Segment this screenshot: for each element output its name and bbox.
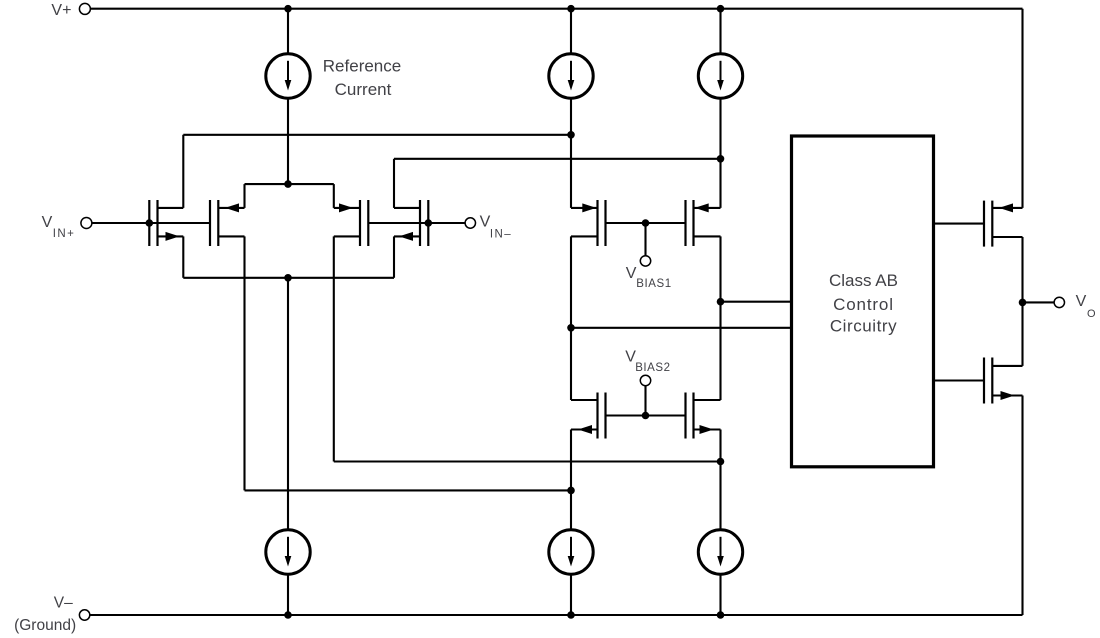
svg-text:O: O — [1087, 308, 1096, 320]
svg-text:BIAS2: BIAS2 — [635, 362, 670, 374]
svg-text:Circuitry: Circuitry — [830, 316, 897, 335]
svg-text:Current: Current — [335, 80, 392, 99]
svg-text:(Ground): (Ground) — [14, 617, 76, 634]
svg-text:Class AB: Class AB — [829, 271, 898, 290]
svg-text:V: V — [625, 349, 636, 366]
svg-text:V–: V– — [54, 595, 73, 612]
svg-text:V: V — [480, 213, 491, 230]
svg-text:BIAS1: BIAS1 — [636, 278, 671, 290]
svg-text:V: V — [626, 265, 637, 282]
svg-text:Control: Control — [833, 295, 894, 314]
svg-text:V: V — [42, 214, 53, 231]
svg-text:IN–: IN– — [490, 229, 512, 241]
svg-text:V+: V+ — [51, 2, 71, 19]
svg-text:V: V — [1076, 293, 1087, 310]
svg-text:Reference: Reference — [323, 57, 401, 76]
svg-text:IN+: IN+ — [53, 228, 75, 240]
